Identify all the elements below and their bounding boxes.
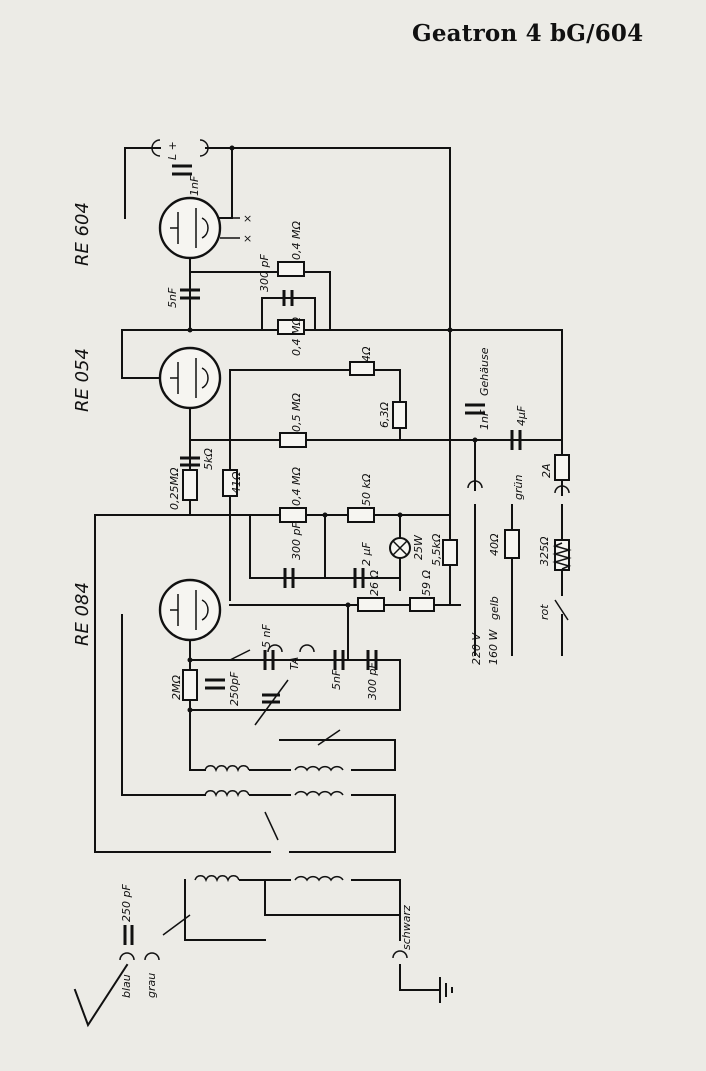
label-gelb: gelb: [488, 596, 501, 620]
label-gruen: grün: [512, 475, 525, 500]
label-c-5nf-left: 5nF: [166, 287, 179, 308]
label-r-05m: 0,5 MΩ: [290, 393, 303, 432]
tube-re054: [158, 346, 222, 410]
label-r-5k: 5kΩ: [202, 448, 215, 470]
svg-text:×: ×: [243, 212, 252, 225]
label-c-1nf-right: 1nF: [478, 409, 491, 430]
component-labels: L + 1nF 0,4 MΩ 300 pF 5nF 0,4 MΩ 4Ω 6,3Ω…: [120, 141, 553, 998]
resistors: [182, 261, 572, 701]
capacitors: [123, 164, 522, 945]
label-r-2m: 2MΩ: [170, 675, 183, 700]
label-ta: TA: [288, 657, 301, 670]
label-blau: blau: [120, 974, 133, 998]
coils: [194, 765, 344, 883]
label-c-300pf-mid: 300 pF: [290, 522, 303, 560]
label-r-41ohm: 41Ω: [230, 471, 243, 494]
label-r-55k: 5,5kΩ: [430, 533, 443, 566]
label-r-025m: 0,25MΩ: [168, 467, 181, 510]
label-r-59ohm: 59 Ω: [420, 570, 433, 596]
label-r-26ohm: 26 Ω: [368, 570, 381, 596]
wiring: [94, 147, 563, 991]
label-grau: grau: [145, 973, 158, 998]
label-r-04m-low: 0,4 MΩ: [290, 467, 303, 506]
label-l-plus: L +: [166, 141, 179, 160]
switches-and-misc: [73, 139, 570, 1028]
label-c-5nf-ta: 5 nF: [260, 624, 273, 648]
label-c-250pf: 250pF: [228, 671, 241, 706]
label-c-300pf-b: 300 pF: [366, 662, 379, 700]
label-c-250pf-ant: 250 pF: [120, 884, 133, 922]
label-r-50k: 50 kΩ: [360, 473, 373, 506]
label-c-5nf-b: 5nF: [330, 669, 343, 690]
label-220v: 220 V: [470, 632, 483, 665]
svg-text:×: ×: [243, 232, 252, 245]
label-r-4ohm: 4Ω: [360, 346, 373, 362]
label-fuse-2a: 2A: [540, 463, 553, 478]
label-r-40ohm: 40Ω: [488, 533, 501, 556]
label-gehause: Gehäuse: [478, 347, 491, 396]
label-r-325ohm: 325Ω: [538, 536, 551, 566]
label-c-2uf: 2 μF: [360, 542, 373, 566]
label-c-1nf-top: 1nF: [188, 175, 201, 196]
tube-re604: ××: [158, 196, 252, 260]
label-lamp-25w: 25W: [412, 534, 425, 560]
tube-re084: [158, 578, 222, 642]
label-r-63ohm: 6,3Ω: [378, 402, 391, 428]
label-160w: 160 W: [487, 629, 500, 665]
label-r-04m-mid: 0,4 MΩ: [290, 317, 303, 356]
label-c-4uf: 4μF: [515, 405, 528, 426]
label-rot: rot: [538, 604, 551, 620]
diagram-title: Geatron 4 bG/604: [412, 20, 644, 47]
label-schwarz: schwarz: [400, 905, 413, 950]
label-c-300pf-top: 300 pF: [258, 254, 271, 292]
label-r-04m-top: 0,4 MΩ: [290, 221, 303, 260]
